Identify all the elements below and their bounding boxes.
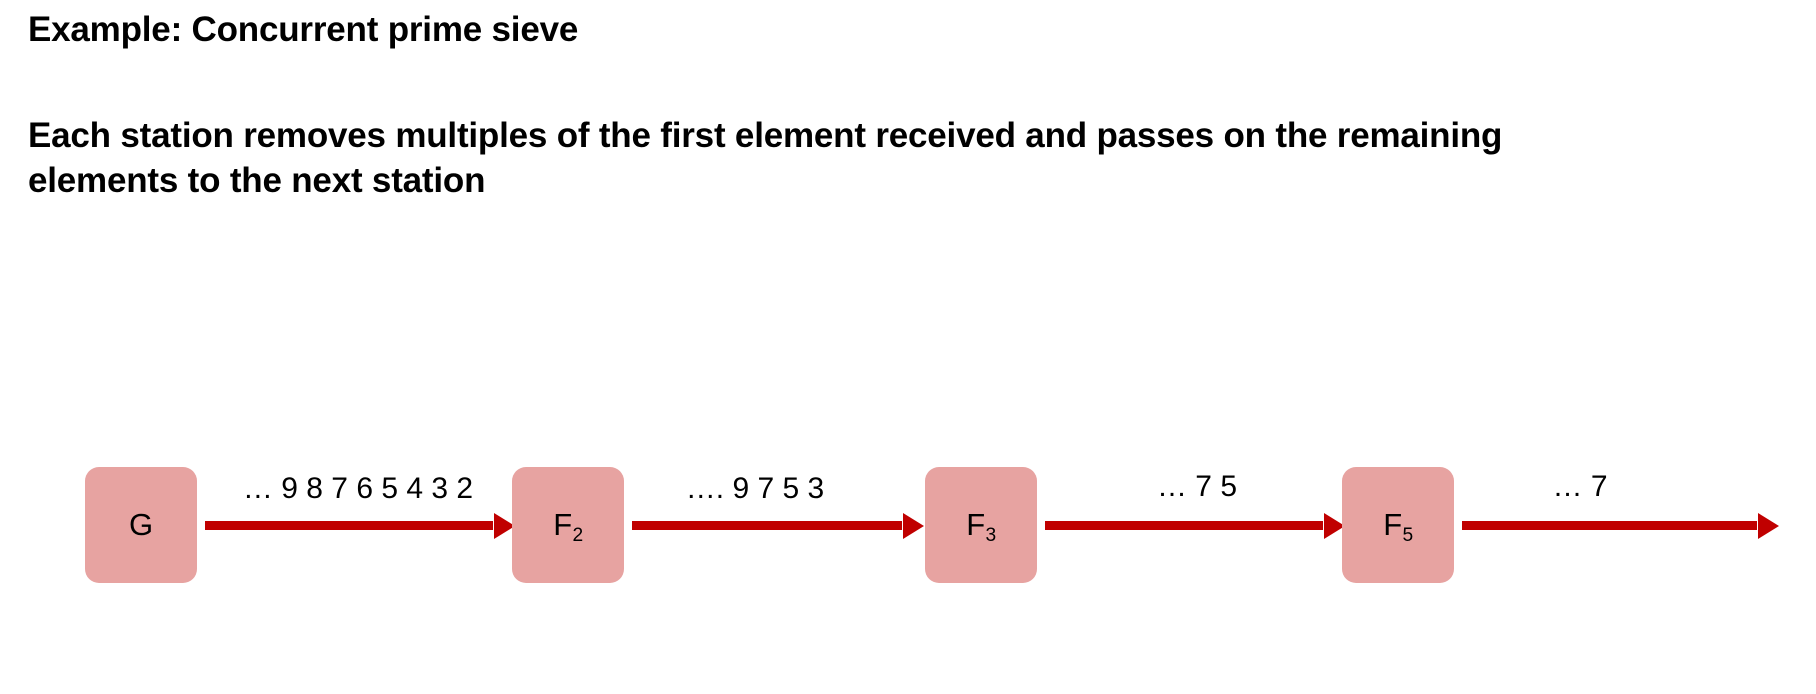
arrow-f2-to-f3 [632, 521, 902, 530]
station-node-f3: F3 [925, 467, 1037, 583]
stream-label-f5-to-output: … 7 [1552, 470, 1608, 503]
station-node-f2-base: F [553, 506, 573, 542]
station-node-f3-sub: 3 [985, 524, 997, 546]
stream-label-f3-to-f5: … 7 5 [1156, 470, 1238, 503]
station-node-f5-label: F5 [1383, 506, 1413, 545]
slide-subtitle: Each station removes multiples of the fi… [28, 115, 1503, 200]
station-node-g: G [85, 467, 197, 583]
station-node-f2: F2 [512, 467, 624, 583]
stream-label-f2-to-f3: …. 9 7 5 3 [685, 472, 825, 505]
station-node-g-label: G [129, 509, 153, 540]
station-node-f5-base: F [1383, 506, 1403, 542]
station-node-g-base: G [128, 506, 154, 542]
station-node-f5-sub: 5 [1402, 524, 1414, 546]
arrow-f5-to-output [1462, 521, 1757, 530]
slide-heading: Example: Concurrent prime sieve Each sta… [28, 8, 1788, 203]
station-node-f5: F5 [1342, 467, 1454, 583]
page-title: Example: Concurrent prime sieve [28, 10, 579, 49]
stream-label-g-to-f2: … 9 8 7 6 5 4 3 2 [242, 472, 474, 505]
station-node-f2-label: F2 [553, 506, 583, 545]
station-node-f3-label: F3 [966, 506, 996, 545]
station-node-f2-sub: 2 [572, 524, 584, 546]
arrow-g-to-f2 [205, 521, 493, 530]
station-node-f3-base: F [966, 506, 986, 542]
arrow-f3-to-f5 [1045, 521, 1323, 530]
